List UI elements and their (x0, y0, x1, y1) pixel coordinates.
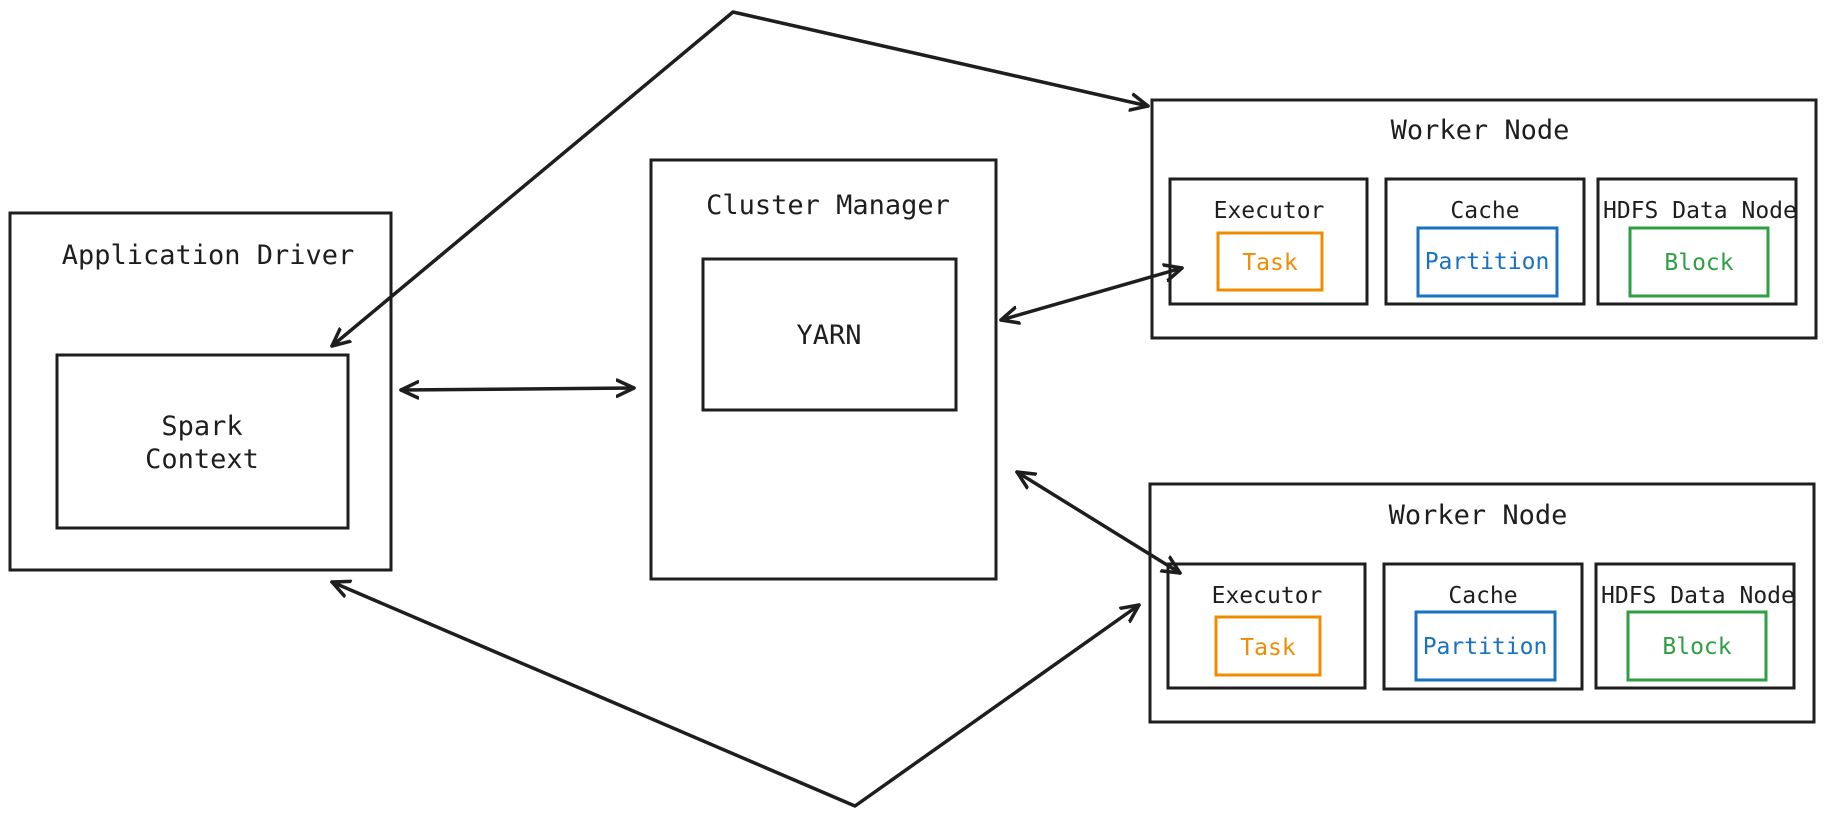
spark-context-label-line2: Context (145, 444, 259, 475)
cluster-manager-title: Cluster Manager (706, 190, 950, 221)
yarn-label: YARN (796, 320, 861, 351)
task-box (1216, 231, 1324, 292)
spark-context-label-line1: Spark (161, 411, 242, 442)
hdfs-data-node-label: HDFS Data Node (1603, 198, 1797, 224)
executor-label: Executor (1212, 583, 1323, 609)
task-label: Task (1240, 635, 1296, 661)
cache-box (1382, 562, 1584, 691)
worker-node-box (1148, 482, 1816, 724)
executor-box (1168, 177, 1369, 306)
block-box (1626, 610, 1768, 682)
application-driver-box (8, 211, 393, 572)
block-box (1628, 226, 1770, 298)
driver-to-worker-top-arrow (330, 10, 1150, 348)
cache-box (1384, 177, 1586, 306)
driver-to-worker-bottom-arrow (330, 582, 1141, 808)
spark-context-box (55, 353, 350, 530)
driver-cluster-manager-arrow (399, 388, 636, 390)
block-label: Block (1662, 634, 1731, 660)
worker-node-title: Worker Node (1391, 115, 1570, 146)
cache-label: Cache (1448, 583, 1517, 609)
cluster-manager: Cluster Manager YARN (649, 158, 998, 581)
cluster-manager-worker-top-arrow (999, 268, 1184, 320)
connectors (330, 10, 1184, 808)
task-label: Task (1242, 250, 1298, 276)
hdfs-data-node-box (1594, 562, 1796, 690)
cache-label: Cache (1450, 198, 1519, 224)
hdfs-data-node-box (1596, 177, 1798, 306)
worker-node-title: Worker Node (1389, 500, 1568, 531)
partition-label: Partition (1423, 634, 1548, 660)
task-box (1214, 615, 1322, 677)
worker-node: Worker Node Executor Task Cache Partitio… (1150, 98, 1818, 340)
cluster-manager-worker-bottom-arrow (1015, 470, 1182, 575)
executor-box (1166, 562, 1367, 690)
block-label: Block (1664, 250, 1733, 276)
hdfs-data-node-label: HDFS Data Node (1601, 583, 1795, 609)
worker-node-box (1150, 98, 1818, 340)
partition-box (1416, 226, 1559, 298)
executor-label: Executor (1214, 198, 1325, 224)
partition-box (1414, 610, 1557, 682)
application-driver: Application Driver Spark Context (8, 211, 393, 572)
application-driver-title: Application Driver (62, 240, 355, 271)
worker-node: Worker Node Executor Task Cache Partitio… (1148, 482, 1816, 724)
partition-label: Partition (1425, 249, 1550, 275)
